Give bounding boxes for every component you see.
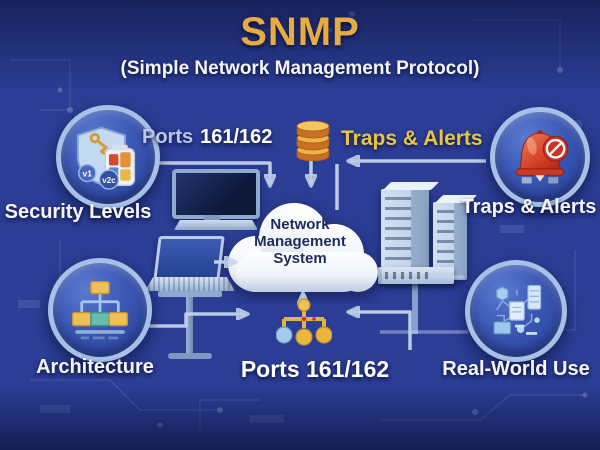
traps-alerts-gold-label: Traps & Alerts: [341, 127, 483, 150]
version-badge-v1: v1: [78, 163, 97, 183]
ports-value: 161/162: [200, 126, 273, 148]
page-subtitle: (Simple Network Management Protocol): [120, 58, 480, 79]
circuit-board-icon: [493, 284, 542, 335]
node-label-security-levels: Security Levels: [4, 201, 152, 223]
switch-stand-pole: [412, 284, 418, 334]
alarm-bell-icon: [515, 130, 569, 184]
page-title: SNMP: [240, 10, 360, 54]
laptop-stand-pole: [186, 297, 193, 355]
version-badge-v2c: v2c: [98, 169, 120, 190]
prohibition-badge: [542, 135, 569, 162]
svg-text:v1: v1: [83, 168, 93, 178]
hierarchy-icon: [71, 280, 129, 340]
svg-text:v2c: v2c: [102, 176, 116, 185]
node-label-traps-alerts: Traps & Alerts: [461, 196, 597, 218]
laptop-stand-foot: [168, 353, 212, 359]
laptop-icon: [153, 236, 225, 281]
node-real-world-use: [465, 260, 567, 362]
node-security-levels: v1 v2c: [56, 105, 160, 209]
database-stack-icon: [296, 120, 330, 161]
node-label-architecture: Architecture: [36, 356, 154, 378]
nms-cloud-label: Network Management System: [254, 216, 346, 267]
network-switch-icon: [378, 267, 454, 284]
port-tree-icon: [276, 298, 332, 346]
ports-161-162-top-label: Ports 161/162: [142, 126, 272, 149]
ports-prefix: Ports: [142, 126, 194, 148]
node-architecture: [48, 258, 152, 362]
node-label-real-world-use: Real-World Use: [442, 358, 590, 380]
shield-icon: v1 v2c: [76, 126, 136, 190]
ports-161-162-bottom-label: Ports 161/162: [240, 356, 390, 382]
node-traps-alerts: [490, 107, 590, 207]
